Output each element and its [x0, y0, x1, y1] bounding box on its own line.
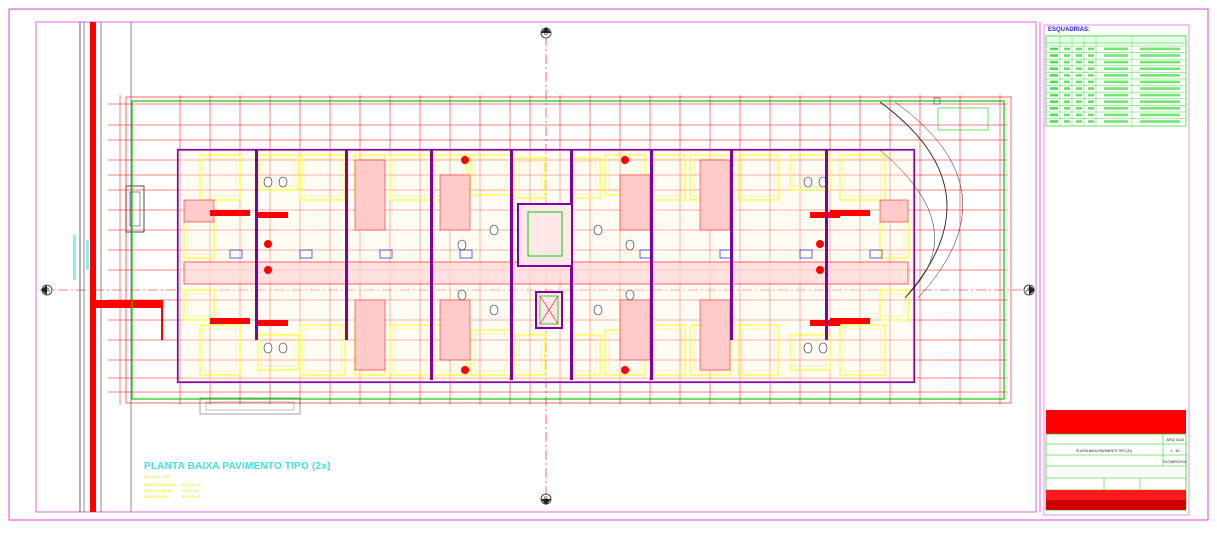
section-marker-left [41, 284, 53, 296]
section-marker-bottom [540, 493, 552, 505]
room-blocks [183, 150, 909, 380]
section-label-left: A [46, 288, 50, 294]
area-row-total: ÁREA TOTAL: 645,11 m2 [144, 494, 201, 499]
street-band [73, 22, 163, 512]
sheet-date: OUTUBRO/2012 [1163, 460, 1187, 464]
area-value: 618,12 m2 [182, 482, 201, 487]
section-marker-top [540, 27, 552, 39]
area-row-private: ÁREA PRIVATIVA: 618,12 m2 [144, 482, 201, 487]
section-label-right: A [1026, 288, 1030, 294]
plan-title: PLANTA BAIXA PAVIMENTO TIPO (2x) [144, 461, 331, 472]
section-label-bottom: B [544, 497, 548, 503]
area-label: ÁREA COMUM: [144, 488, 173, 493]
outer-border [8, 8, 1209, 521]
inner-border [35, 21, 1037, 513]
section-marker-right [1023, 284, 1035, 296]
curved-ramp [879, 101, 948, 299]
title-block [1045, 410, 1187, 511]
section-label-top: B [544, 31, 548, 37]
area-label: ÁREA PRIVATIVA: [144, 482, 177, 487]
area-label: ÁREA TOTAL: [144, 494, 170, 499]
right-panel-frame [1043, 24, 1190, 516]
area-value: 28,97 m2 [182, 488, 199, 493]
area-row-common: ÁREA COMUM: 28,97 m2 [144, 488, 199, 493]
plan-scale: ESCALA: 1/50 [144, 474, 170, 479]
sheet-number: ARQ 01/8 [1166, 437, 1184, 442]
window-schedule-title: ESQUADRIAS: [1048, 27, 1091, 33]
sheet-title: PLANTA BAIXA PAVIMENTO TIPO (2x) [1076, 449, 1132, 453]
area-value: 645,11 m2 [182, 494, 201, 499]
sheet-scale: 1 : 50 [1171, 449, 1180, 453]
window-schedule-table [1045, 35, 1187, 127]
core [517, 203, 573, 329]
